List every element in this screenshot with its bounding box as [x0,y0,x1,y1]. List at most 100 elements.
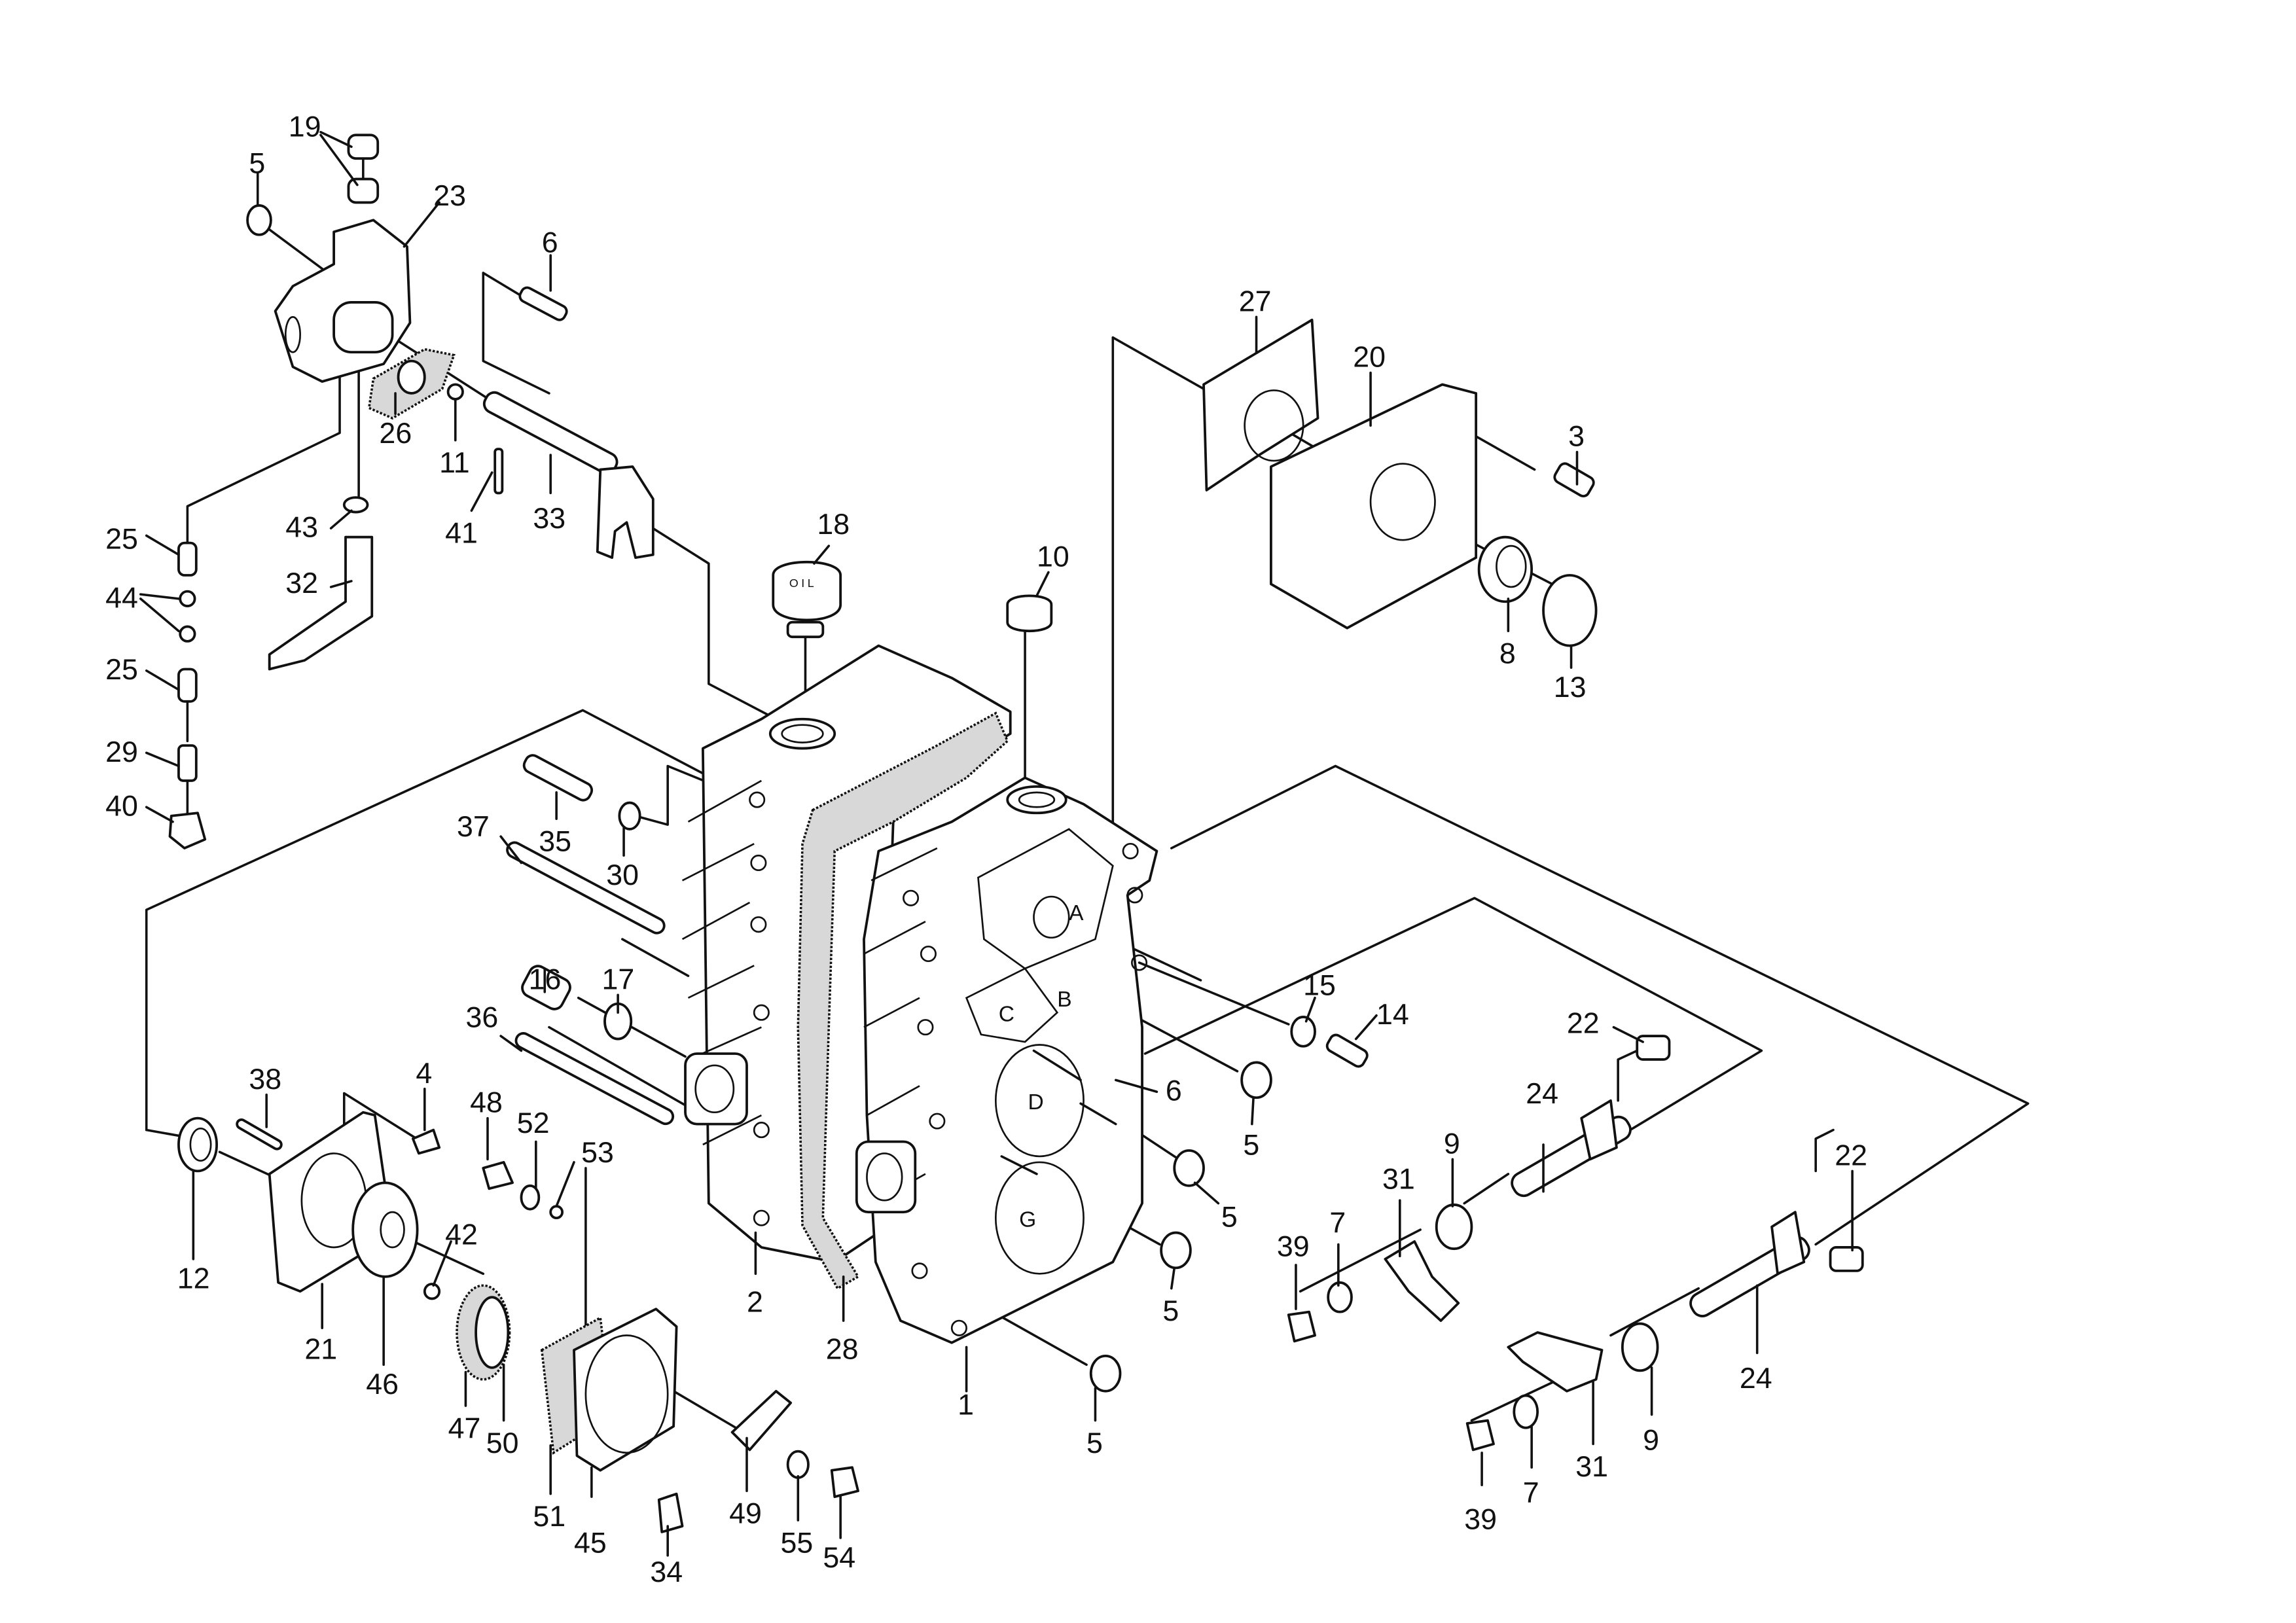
callout-10: 10 [1037,540,1069,573]
pin-19 [347,134,380,160]
callout-leader-line [813,544,831,565]
callout-35: 35 [539,825,571,857]
oil-cap-text: OIL [789,577,817,590]
collar-9 [1435,1204,1473,1251]
pin-19 [347,177,380,204]
callout-42: 42 [445,1218,478,1251]
callout-leader-line [145,751,180,768]
port-label-b: B [1057,988,1071,1012]
bearing-46 [351,1181,419,1278]
oil-filler-cap-18: OIL [772,561,842,639]
shaft-arm [1580,1099,1618,1161]
shifter-assembly [168,134,655,849]
callout-16: 16 [529,963,562,995]
callout-53: 53 [581,1136,614,1169]
nut-5 [1173,1149,1205,1187]
assembly-line [1111,336,1205,391]
callout-5: 5 [1243,1129,1259,1162]
callout-leaders [139,131,1854,1557]
assembly-line [1609,1287,1700,1337]
bolt-37 [506,841,666,935]
washer-15 [1290,1016,1316,1048]
bearing-8 [1477,535,1534,603]
callout-20: 20 [1353,341,1386,374]
callout-labels: 19 5 23 6 26 11 41 33 25 43 44 32 25 29 … [105,110,1867,1588]
callout-38: 38 [249,1063,281,1096]
collar-30 [618,801,641,830]
cover-plate-20 [1270,383,1478,630]
callout-leader-line [403,201,440,248]
callout-21: 21 [304,1332,337,1365]
nut-5 [1240,1061,1272,1099]
callout-leader-line [1114,1079,1158,1094]
assembly-line-detent [186,358,341,547]
stud-38 [236,1118,283,1150]
callout-25: 25 [105,523,138,556]
collar-9 [1621,1322,1659,1372]
ring-53 [549,1205,564,1220]
stud [1079,1102,1117,1126]
port-label-a: A [1069,901,1084,925]
callout-3: 3 [1568,420,1585,453]
case-gasket-28 [797,711,1009,1291]
callout-37: 37 [457,810,490,843]
callout-45: 45 [574,1526,607,1559]
callout-leader-line [1193,1181,1220,1205]
washer-7 [1327,1281,1353,1313]
callout-49: 49 [729,1497,762,1529]
callout-43: 43 [285,511,318,544]
callout-leader-line [329,580,353,588]
shift-fork [596,465,655,559]
callout-leader-line [145,806,174,823]
callout-6: 6 [542,226,558,259]
ring-42 [423,1283,441,1300]
shaft-assembly-upper [1287,1035,1671,1343]
callout-30: 30 [606,859,639,891]
callout-36: 36 [465,1001,498,1034]
ball-44 [179,625,196,643]
ball-44 [179,590,196,607]
callout-leader-line [1035,571,1050,597]
callout-5: 5 [1162,1294,1179,1327]
nuts [1089,1016,1369,1393]
ring-50 [475,1296,510,1369]
shaft-boss [332,301,394,354]
callout-31: 31 [1382,1162,1415,1195]
callout-50: 50 [486,1427,519,1459]
port-label-g: G [1019,1208,1036,1232]
callout-8: 8 [1499,637,1516,669]
shaft-assembly-lower [1465,1211,1864,1452]
callout-leader-line [499,835,523,865]
assembly-line [1138,961,1290,1026]
washer-55 [786,1450,810,1479]
shift-lever-32 [268,535,374,671]
nut-4 [412,1128,441,1155]
callout-31: 31 [1575,1450,1608,1483]
callout-27: 27 [1239,285,1272,317]
plug-40 [168,812,207,849]
callout-22: 22 [1835,1139,1867,1171]
callout-17: 17 [602,963,635,995]
callout-5: 5 [1086,1427,1103,1459]
callout-44: 44 [105,581,138,614]
nut-39 [1287,1310,1316,1343]
port-label-d: D [1028,1090,1044,1115]
assembly-line-seal [145,709,763,1132]
assembly-line [621,938,690,977]
callout-40: 40 [105,790,138,823]
callout-55: 55 [780,1526,813,1559]
nut-5 [1160,1231,1192,1270]
plate-49 [730,1389,793,1452]
assembly-line-shaft-a [1143,897,1763,1139]
plug-16 [521,965,571,1010]
callout-46: 46 [366,1368,399,1400]
nut-5 [246,204,272,236]
bolt-14 [1325,1033,1369,1068]
bolt-36 [514,1032,675,1126]
plug-cap-10 [1006,594,1053,632]
callout-leader-line [319,134,359,187]
assembly-line-stud [482,272,550,395]
callout-5: 5 [249,147,265,180]
callout-52: 52 [517,1107,550,1139]
